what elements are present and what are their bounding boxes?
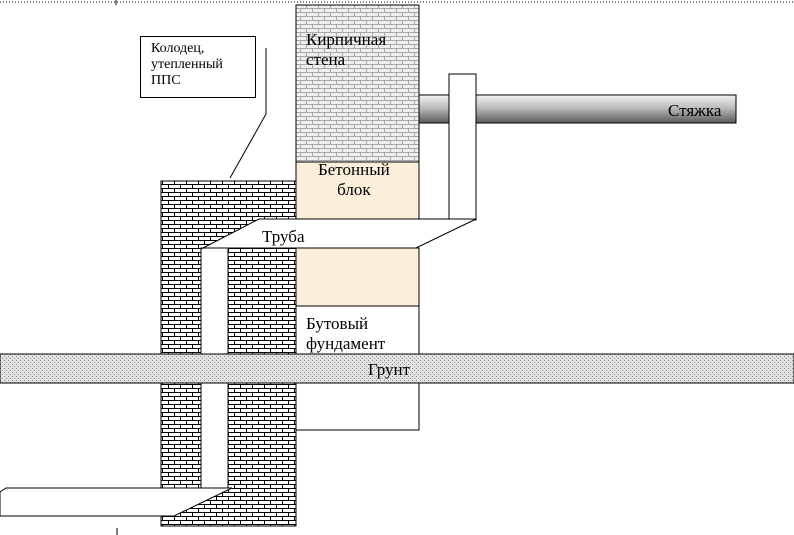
brick-wall-label: Кирпичная стена xyxy=(306,30,386,69)
well-callout-box: Колодец, утепленный ППС xyxy=(140,36,256,98)
rubble-foundation xyxy=(295,305,420,355)
callout-leader-line xyxy=(229,48,267,179)
rubble-foundation-label-line2: фундамент xyxy=(306,333,386,353)
ground-strip xyxy=(0,353,794,384)
foundation-below-ground xyxy=(295,383,420,431)
pipe-upper xyxy=(202,218,477,249)
well-shaft-lower xyxy=(200,382,229,490)
screed-label: Стяжка xyxy=(668,101,722,120)
well-shaft-upper xyxy=(200,247,229,355)
brick-wall-label-line2: стена xyxy=(306,49,346,69)
well-callout-line2: утепленный xyxy=(151,57,223,73)
brick-wall-label-line1: Кирпичная xyxy=(306,30,387,49)
pipe-lower xyxy=(0,487,233,517)
concrete-block-label-line1: Бетонный xyxy=(318,160,390,179)
brick-wall xyxy=(295,4,420,163)
rubble-foundation-label: Бутовый фундамент xyxy=(306,314,385,353)
pipe-label: Труба xyxy=(262,227,305,246)
concrete-block-label-line2: блок xyxy=(337,179,371,199)
concrete-block-lower xyxy=(295,247,420,307)
ground-label: Грунт xyxy=(368,360,411,379)
well-callout-line3: ППС xyxy=(151,73,181,89)
concrete-block-label: Бетонный блок xyxy=(318,160,390,199)
top-edge-marks xyxy=(0,0,794,5)
rubble-foundation-label-line1: Бутовый xyxy=(306,314,369,333)
vertical-riser xyxy=(448,73,477,221)
well-callout-line1: Колодец, xyxy=(151,41,205,56)
concrete-block-upper xyxy=(295,161,420,220)
